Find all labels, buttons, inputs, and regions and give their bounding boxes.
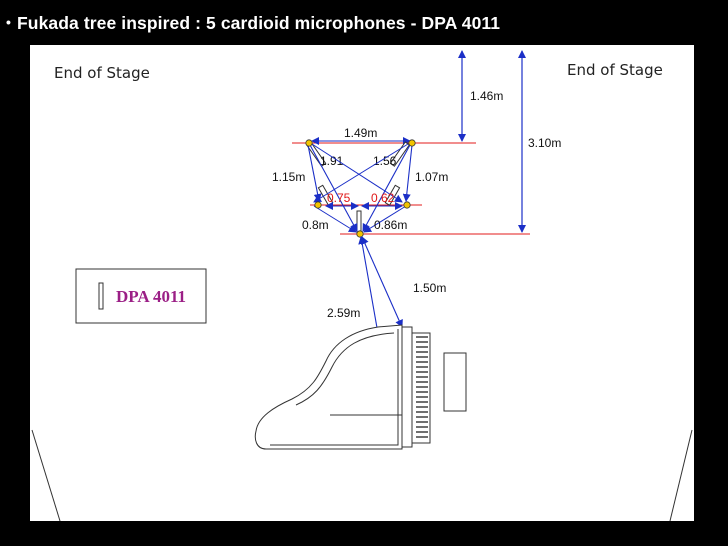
- arrow-outer-left-to-center: [309, 144, 358, 232]
- mic-dot-inner-left: [314, 201, 322, 209]
- arrow-outer-left-to-inner-right: [311, 143, 403, 203]
- dim-inner-right: 0.62: [371, 191, 395, 205]
- fukada-tree-diagram: End of Stage End of Stage 1.46m 3.10m 1.…: [31, 50, 693, 521]
- mic-dot-outer-left: [305, 139, 313, 147]
- slide-title: • Fukada tree inspired : 5 cardioid micro…: [6, 13, 500, 34]
- arrow-outer-right-to-inner-left: [313, 143, 409, 203]
- title-bullet: •: [6, 14, 12, 30]
- legend-mic-icon: [98, 282, 104, 310]
- dim-to-piano-far: 2.59m: [327, 306, 360, 320]
- dim-left-angle: 1.91: [320, 154, 344, 168]
- title-text: Fukada tree inspired : 5 cardioid microp…: [17, 13, 501, 33]
- arrow-outer-left-to-inner-left: [307, 144, 322, 202]
- stage-label-right: End of Stage: [567, 61, 663, 79]
- dim-left-side: 1.15m: [272, 170, 305, 184]
- arrow-inner-right-to-center: [363, 205, 407, 233]
- dim-front-left: 0.8m: [302, 218, 329, 232]
- arrow-outer-right-to-center: [362, 144, 411, 232]
- mic-dot-center: [356, 230, 364, 238]
- dim-front-right: 0.86m: [374, 218, 407, 232]
- arrow-inner-left-to-center: [313, 205, 357, 233]
- dim-outer-spacing: 1.49m: [344, 126, 377, 140]
- dim-total-depth: 3.10m: [528, 136, 561, 150]
- dim-to-piano-near: 1.50m: [413, 281, 446, 295]
- legend-box: [75, 268, 207, 324]
- mic-dot-outer-right: [408, 139, 416, 147]
- dim-top-gap: 1.46m: [470, 89, 503, 103]
- grand-piano: [254, 324, 467, 450]
- room-wall-right: [669, 429, 693, 521]
- piano-bench: [443, 352, 467, 412]
- room-wall-left: [31, 429, 61, 521]
- dim-inner-left: 0.75: [327, 191, 351, 205]
- arrow-outer-right-to-inner-right: [402, 144, 413, 202]
- arrow-center-to-piano-near: [361, 236, 403, 328]
- stage-label-left: End of Stage: [54, 64, 150, 82]
- diagram-panel: End of Stage End of Stage 1.46m 3.10m 1.…: [30, 45, 694, 521]
- dim-right-angle: 1.56: [373, 154, 397, 168]
- mic-body-outer-right: [389, 141, 411, 167]
- legend-label: DPA 4011: [116, 287, 186, 306]
- mic-dot-inner-right: [403, 201, 411, 209]
- mic-body-center: [356, 210, 362, 234]
- dim-right-side: 1.07m: [415, 170, 448, 184]
